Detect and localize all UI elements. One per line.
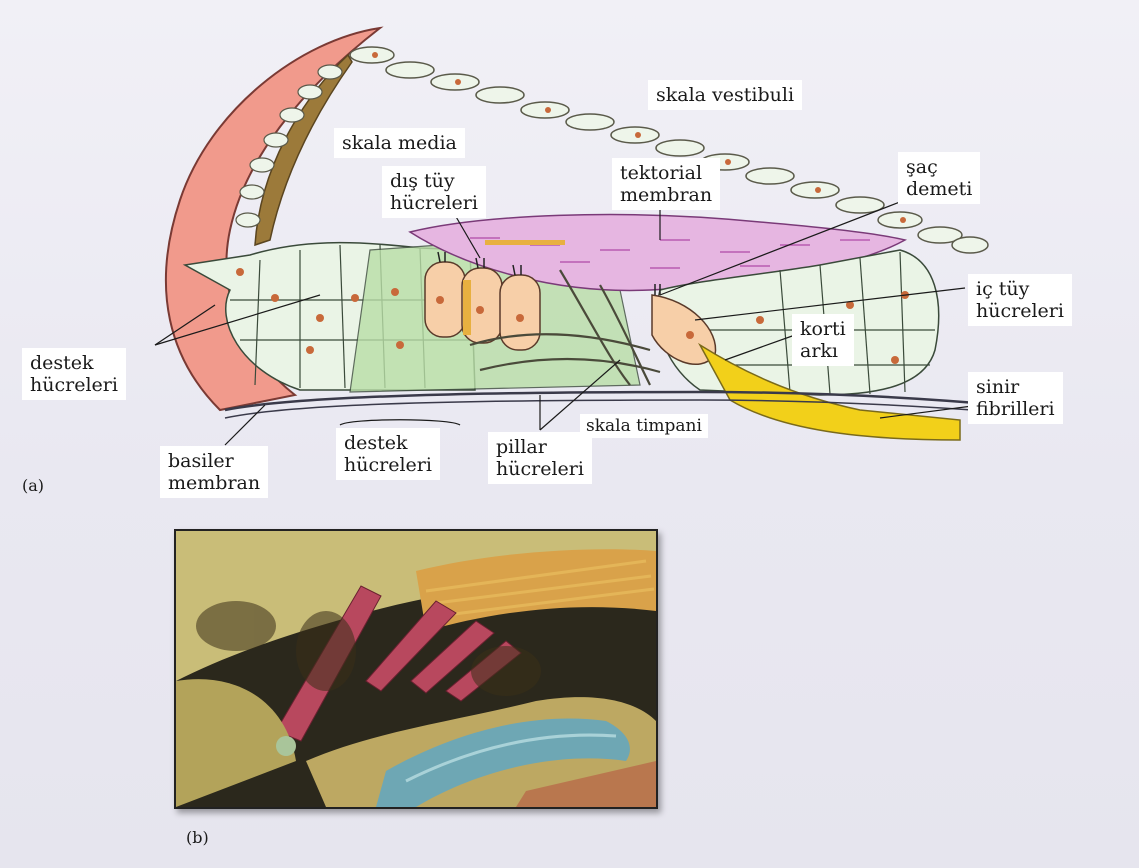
label-skala-vestibuli: skala vestibuli [648,80,802,110]
label-destek-hucreleri-left: destek hücreleri [22,348,126,400]
outer-hair-cells [425,262,540,350]
label-sinir-fibrilleri: sinir fibrilleri [968,372,1063,424]
label-dis-tuy-hucreleri: dış tüy hücreleri [382,166,486,218]
electron-micrograph-image [174,529,658,809]
hair-cell-core [463,280,471,335]
basilar-membrane [225,392,1000,410]
label-tektorial-membran: tektorial membran [612,158,720,210]
label-sac-demeti: şaç demeti [898,152,980,204]
panel-a-tag: (a) [22,476,44,495]
label-destek-hucreleri-bottom: destek hücreleri [336,428,440,480]
tectorial-band [485,240,565,245]
label-ic-tuy-hucreleri: iç tüy hücreleri [968,274,1072,326]
label-basiler-membran: basiler membran [160,446,268,498]
label-pillar-hucreleri: pillar hücreleri [488,432,592,484]
label-skala-media: skala media [334,128,465,158]
panel-b-tag: (b) [186,828,209,847]
label-korti-arki: korti arkı [792,314,854,366]
label-skala-timpani: skala timpani [580,414,708,438]
